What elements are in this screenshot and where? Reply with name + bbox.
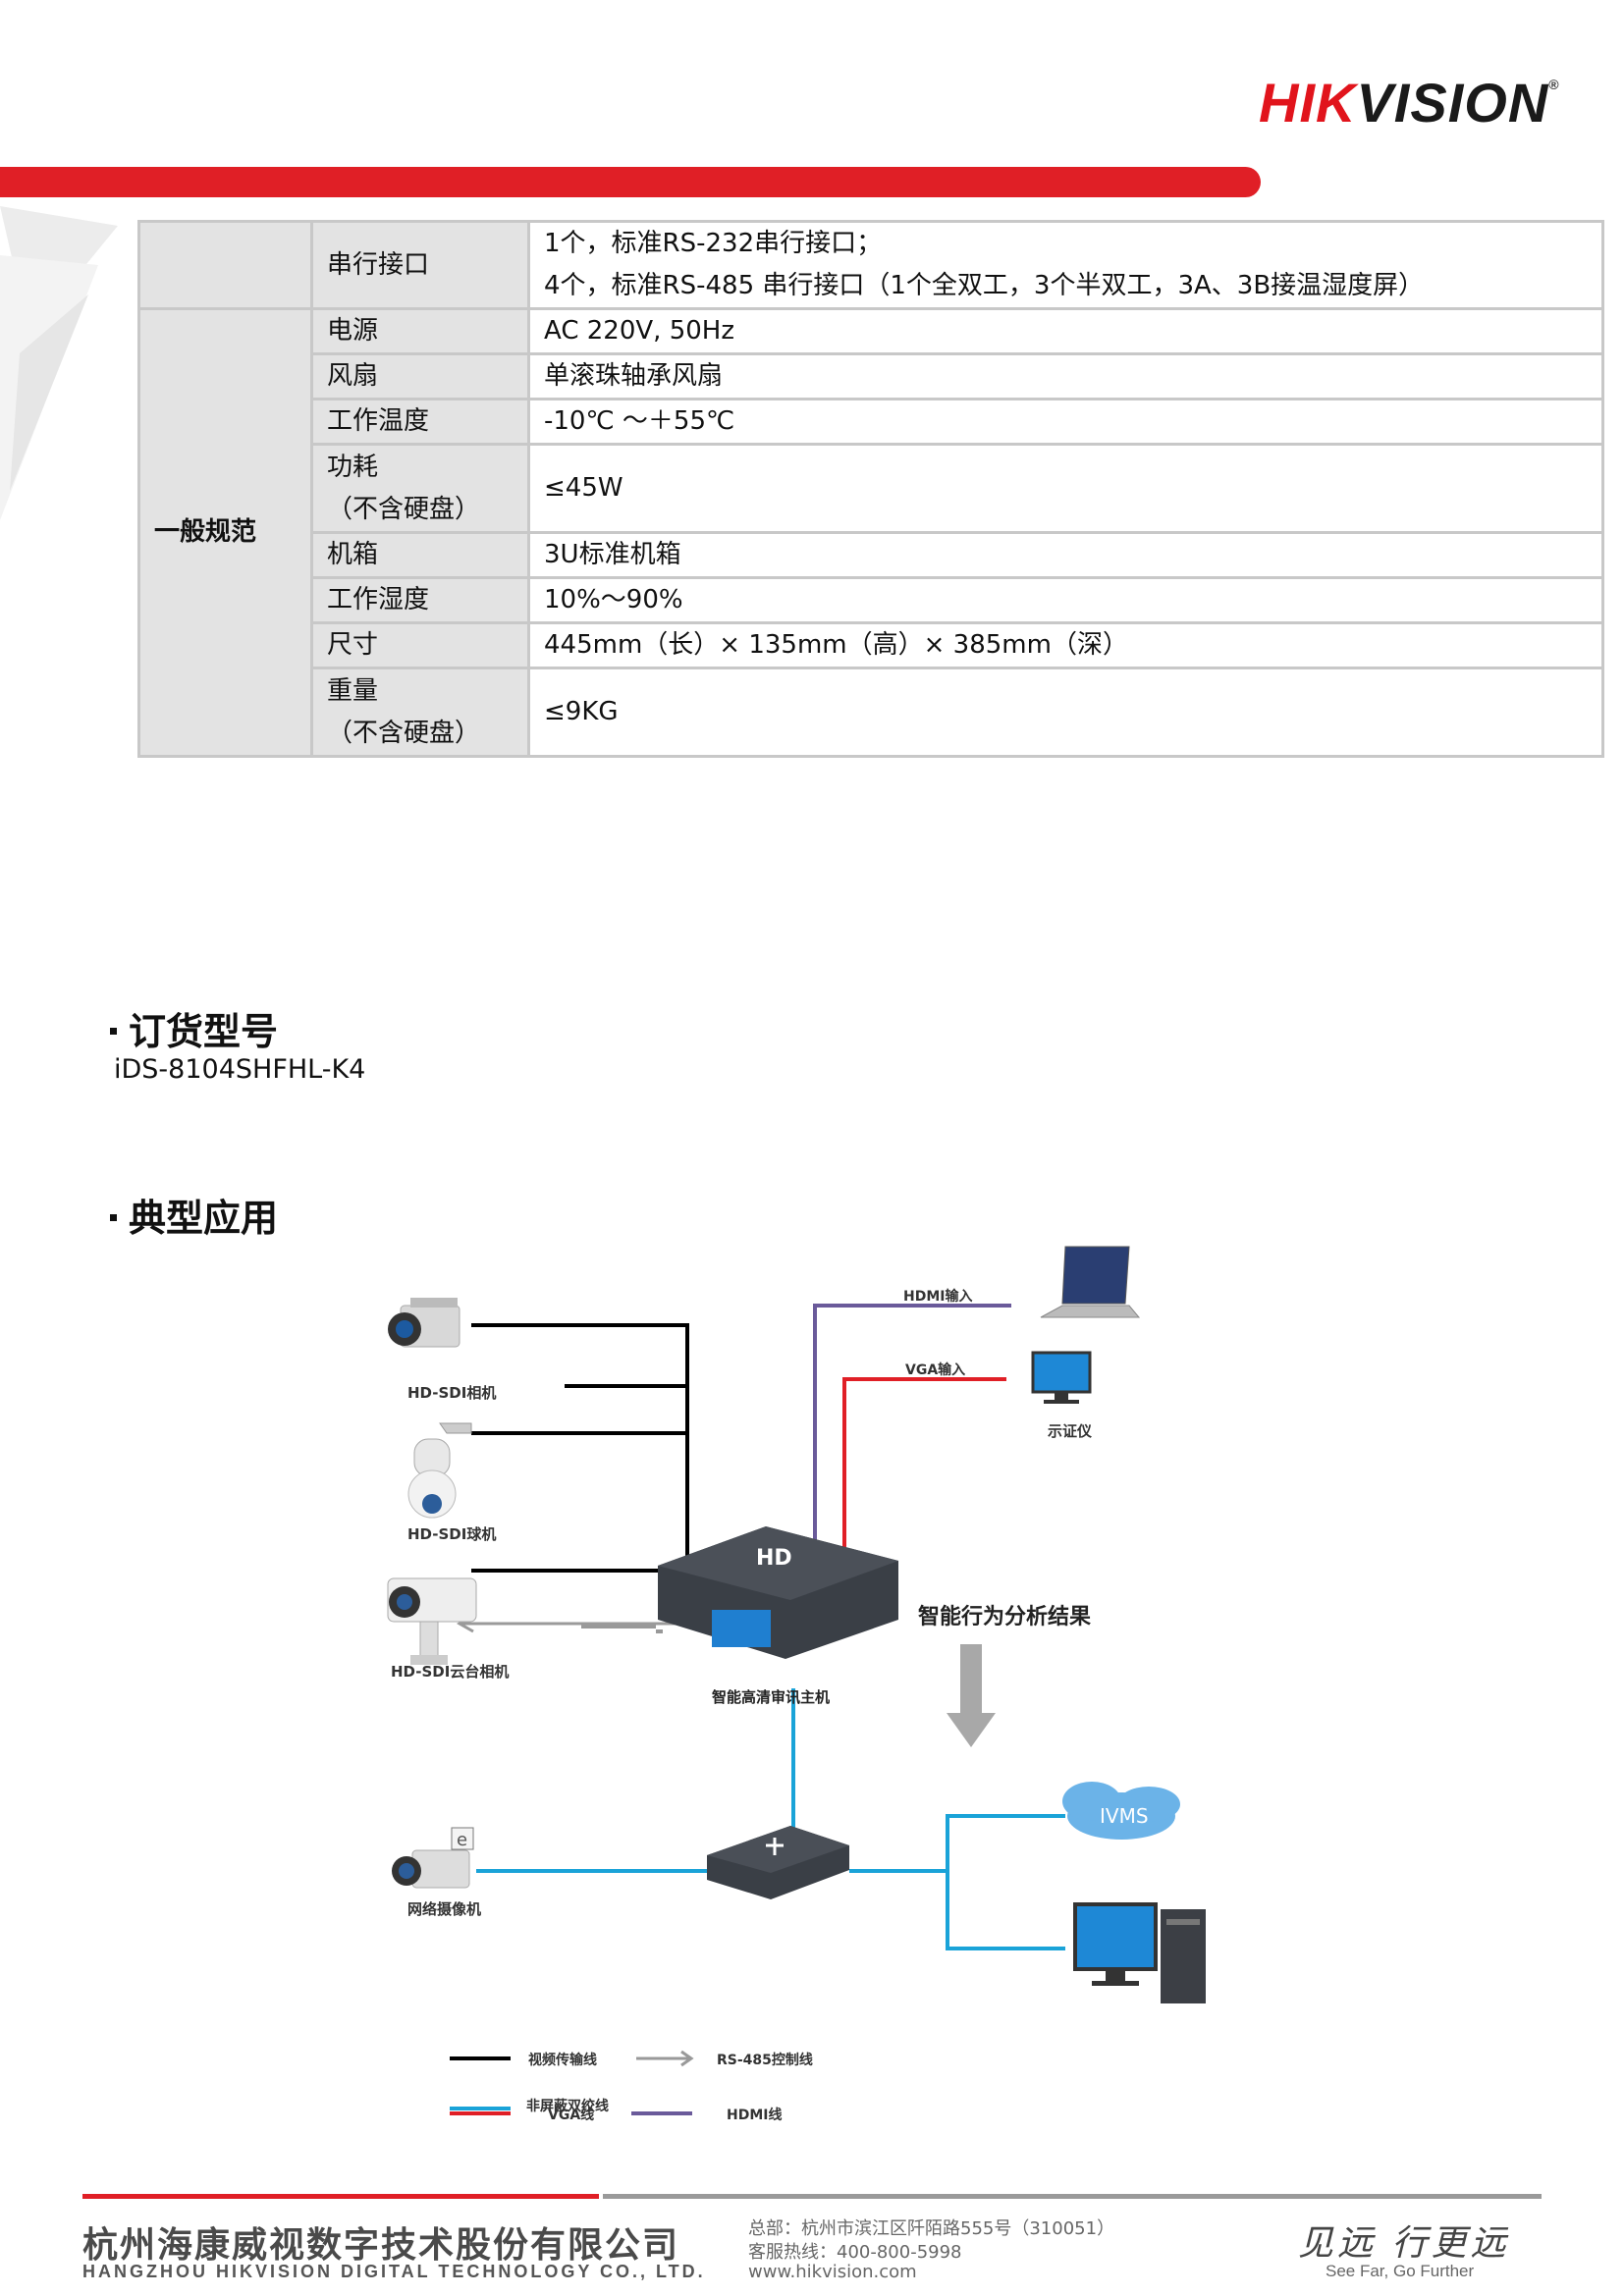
row-label: 电源 (310, 307, 530, 355)
row-label: 功耗（不含硬盘） (310, 443, 530, 534)
network-switch-icon (707, 1826, 849, 1899)
table-category-blank (137, 220, 313, 310)
hd-badge: HD (756, 1546, 792, 1571)
footer-grey-line (603, 2194, 1542, 2199)
slogan-en: See Far, Go Further (1326, 2262, 1475, 2280)
website-link[interactable]: www.hikvision.com (748, 2262, 917, 2282)
footer-red-line (82, 2194, 599, 2199)
header-red-bar (0, 167, 1261, 197)
legend-video-line: 视频传输线 (528, 2052, 597, 2068)
model-number: iDS-8104SHFHL-K4 (114, 1054, 366, 1085)
label-ip-camera: 网络摄像机 (407, 1900, 481, 1918)
application-diagram: HD-SDI相机 HD-SDI球机 HD-SDI云台相机 HD 智能高清审讯主机… (387, 1246, 1206, 2123)
pc-icon (1073, 1902, 1206, 2003)
label-hdmi-in: HDMI输入 (903, 1288, 972, 1305)
row-label: 重量（不含硬盘） (310, 667, 530, 758)
hdsdi-camera-icon (388, 1298, 460, 1348)
row-label: 尺寸 (310, 621, 530, 669)
order-section-title: 订货型号 (110, 1001, 278, 1055)
hotline: 客服热线：400-800-5998 (748, 2242, 962, 2263)
application-section-title: 典型应用 (110, 1188, 278, 1242)
row-value: AC 220V, 50Hz (527, 307, 1604, 355)
address: 总部：杭州市滨江区阡陌路555号（310051） (748, 2218, 1115, 2239)
legend-rs485-line: RS-485控制线 (717, 2052, 813, 2068)
svg-text:e: e (457, 1830, 467, 1850)
row-value: 3U标准机箱 (527, 531, 1604, 579)
row-value: 10%～90% (527, 576, 1604, 624)
row-value: 445mm（长）× 135mm（高）× 385mm（深） (527, 621, 1604, 669)
label-monitor: 示证仪 (1048, 1422, 1093, 1440)
host-device-icon (658, 1526, 898, 1659)
row-value: 1个，标准RS-232串行接口；4个，标准RS-485 串行接口（1个全双工，3… (527, 220, 1604, 310)
row-label: 风扇 (310, 352, 530, 400)
label-ivms: IVMS (1100, 1804, 1149, 1828)
legend-hdmi-line: HDMI线 (727, 2107, 782, 2123)
bullet-icon (110, 1214, 117, 1221)
label-hdsdi-dome: HD-SDI球机 (407, 1525, 496, 1543)
hdsdi-dome-icon (407, 1422, 472, 1519)
row-value: 单滚珠轴承风扇 (527, 352, 1604, 400)
hikvision-logo: HIKVISION® (1259, 72, 1560, 133)
legend-utp-line: 非屏蔽双绞线 (526, 2099, 609, 2114)
ivms-cloud-icon (1062, 1782, 1180, 1840)
label-host: 智能高清审讯主机 (712, 1688, 830, 1706)
label-hdsdi-ptz: HD-SDI云台相机 (391, 1663, 509, 1681)
laptop-icon (1040, 1246, 1141, 1318)
company-name-cn: 杭州海康威视数字技术股份有限公司 (82, 2224, 680, 2266)
row-value: ≤45W (527, 443, 1604, 534)
row-label: 工作湿度 (310, 576, 530, 624)
row-label: 工作温度 (310, 398, 530, 446)
spec-table: 串行接口 1个，标准RS-232串行接口；4个，标准RS-485 串行接口（1个… (137, 220, 1604, 758)
bullet-icon (110, 1028, 117, 1035)
row-value: -10℃ ～＋55℃ (527, 398, 1604, 446)
legend-utp-swatch (450, 2107, 511, 2110)
monitor-icon (1031, 1351, 1092, 1404)
row-label: 机箱 (310, 531, 530, 579)
decorative-shape (0, 206, 118, 520)
slogan-cn: 见远 行更远 (1298, 2223, 1510, 2264)
legend-vga-line: VGA线 (548, 2107, 594, 2123)
row-value: ≤9KG (527, 667, 1604, 758)
down-arrow-icon (947, 1644, 996, 1747)
label-hdsdi-camera: HD-SDI相机 (407, 1384, 496, 1402)
legend: 视频传输线 RS-485控制线 VGA线 HDMI线 (450, 2050, 813, 2123)
row-label: 串行接口 (310, 220, 530, 310)
hdsdi-ptz-icon (387, 1577, 477, 1665)
company-name-en: HANGZHOU HIKVISION DIGITAL TECHNOLOGY CO… (82, 2262, 706, 2281)
label-vga-in: VGA输入 (905, 1362, 965, 1378)
label-analysis: 智能行为分析结果 (918, 1604, 1091, 1629)
table-category: 一般规范 (137, 307, 313, 758)
ip-camera-icon: e (392, 1827, 474, 1889)
